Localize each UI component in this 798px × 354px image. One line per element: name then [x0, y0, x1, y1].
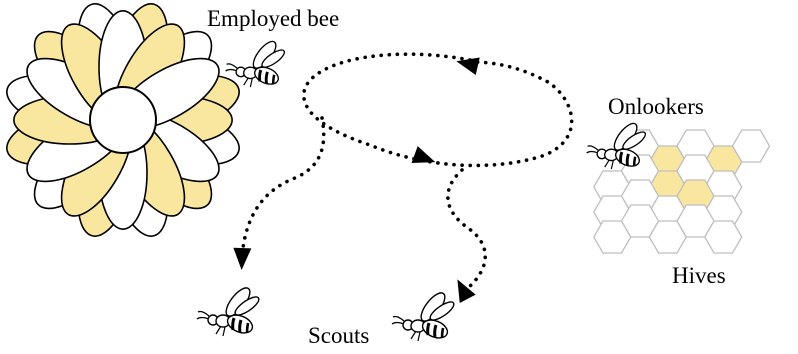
scout-path-right	[446, 168, 488, 290]
hive-cell	[731, 129, 771, 163]
arrowhead-icon	[411, 146, 436, 164]
flight-paths	[240, 52, 574, 290]
hive-cell	[704, 220, 743, 254]
flower-center	[89, 86, 157, 154]
scout-bee-left-icon	[195, 282, 263, 338]
hives-label: Hives	[672, 263, 726, 288]
arrowhead-icon	[457, 279, 476, 304]
orbit-loop-path	[302, 52, 574, 168]
honeycomb-icon	[593, 129, 771, 254]
onlookers-label: Onlookers	[608, 94, 704, 119]
scout-bee-right-icon	[390, 287, 458, 343]
scout-path-left	[240, 116, 326, 260]
employed-bee-icon	[224, 36, 289, 89]
arrowhead-icon	[456, 57, 480, 76]
arrowhead-icon	[233, 247, 252, 270]
scouts-label: Scouts	[308, 323, 369, 348]
employed-bee-label: Employed bee	[207, 6, 339, 31]
flower-icon	[6, 3, 240, 237]
